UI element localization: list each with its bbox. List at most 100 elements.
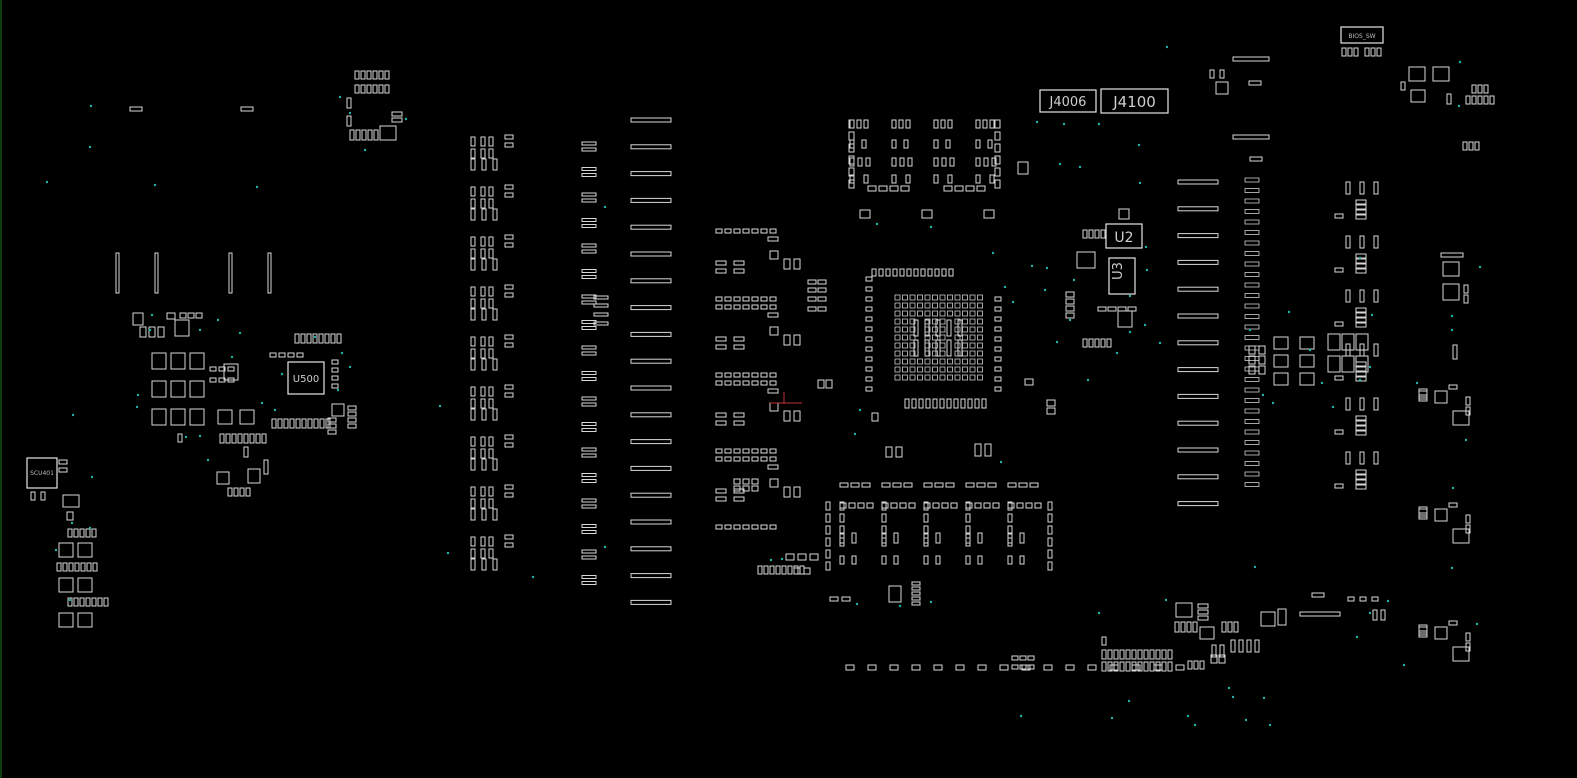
pad xyxy=(913,319,919,337)
pad xyxy=(1359,451,1365,465)
pad xyxy=(504,484,514,490)
pad xyxy=(924,310,931,317)
via xyxy=(1043,288,1047,292)
pad xyxy=(881,501,887,511)
pad xyxy=(939,326,946,333)
pad xyxy=(1244,240,1260,246)
via xyxy=(404,117,408,121)
via xyxy=(68,598,72,602)
pad xyxy=(1355,366,1367,372)
pad xyxy=(1113,661,1119,672)
pad xyxy=(994,316,1002,322)
pad xyxy=(1101,649,1107,660)
pad xyxy=(630,465,672,471)
pad xyxy=(504,134,514,140)
pad xyxy=(630,546,672,552)
connector-j4006[interactable]: J4006 xyxy=(1039,89,1097,113)
chip-u500[interactable]: U500 xyxy=(287,361,325,395)
connector-j4100[interactable]: J4100 xyxy=(1100,88,1169,114)
via xyxy=(153,183,157,187)
pad xyxy=(1193,660,1199,670)
pad xyxy=(1327,355,1341,373)
pad xyxy=(1244,251,1260,256)
pad xyxy=(932,358,938,365)
pad xyxy=(865,356,873,362)
chip-u3[interactable]: U3 xyxy=(1108,257,1136,295)
pad xyxy=(1244,198,1260,204)
via xyxy=(1227,686,1231,690)
pad xyxy=(894,350,901,357)
pad xyxy=(1047,525,1053,535)
via xyxy=(1320,381,1324,385)
pad xyxy=(1355,484,1367,490)
pad xyxy=(1177,259,1219,265)
pad xyxy=(825,379,833,389)
pad xyxy=(1334,267,1344,273)
pad xyxy=(1334,483,1344,489)
pad xyxy=(892,268,898,277)
pad xyxy=(1471,95,1477,105)
pad xyxy=(480,286,486,297)
pad xyxy=(969,310,976,317)
pad xyxy=(189,380,205,398)
pad xyxy=(630,331,672,337)
pad xyxy=(760,304,768,310)
pad xyxy=(1177,420,1219,426)
pad xyxy=(955,664,965,671)
pad xyxy=(881,532,887,544)
pad xyxy=(793,565,799,575)
pad xyxy=(962,342,968,349)
pad xyxy=(1221,621,1227,633)
chip-u2[interactable]: U2 xyxy=(1105,223,1143,249)
pad xyxy=(724,524,732,530)
pad xyxy=(715,296,723,302)
via xyxy=(1058,162,1062,166)
pad xyxy=(66,511,74,521)
pad xyxy=(327,429,337,435)
pad xyxy=(902,326,908,333)
pad xyxy=(865,336,873,342)
pad xyxy=(1211,644,1217,658)
pad xyxy=(1258,345,1266,355)
pad xyxy=(724,296,732,302)
pad xyxy=(593,303,609,308)
pad xyxy=(470,548,476,559)
pad xyxy=(742,380,750,386)
pad xyxy=(470,498,476,509)
pad xyxy=(1244,461,1260,466)
via xyxy=(1450,566,1454,570)
pad xyxy=(271,418,277,429)
pad xyxy=(1244,282,1260,288)
pad xyxy=(581,473,597,477)
pad xyxy=(1199,660,1205,670)
pad xyxy=(715,268,727,274)
pad xyxy=(1299,372,1315,386)
pad xyxy=(1076,251,1096,269)
pad xyxy=(935,555,941,565)
chip-scu401[interactable]: SCU401 xyxy=(26,457,58,489)
pad xyxy=(1248,345,1256,355)
u3-label: U3 xyxy=(1111,262,1126,280)
pad xyxy=(1434,626,1448,640)
pad xyxy=(1248,355,1256,365)
pad xyxy=(1418,632,1428,638)
via xyxy=(1402,663,1406,667)
pad xyxy=(630,251,672,257)
pad xyxy=(195,312,203,319)
pad xyxy=(742,228,750,234)
pad xyxy=(965,555,971,565)
switch-bios[interactable]: BIOS_SW xyxy=(1340,26,1384,44)
pad xyxy=(73,597,79,607)
pad xyxy=(373,129,379,141)
pad xyxy=(1465,406,1471,416)
pad xyxy=(1355,312,1367,318)
pad xyxy=(263,459,269,475)
pad xyxy=(1359,181,1365,195)
pad xyxy=(941,502,949,509)
pad xyxy=(480,448,486,459)
pad xyxy=(733,336,745,342)
pad xyxy=(151,380,167,398)
via xyxy=(1457,104,1461,108)
pad xyxy=(581,147,597,152)
